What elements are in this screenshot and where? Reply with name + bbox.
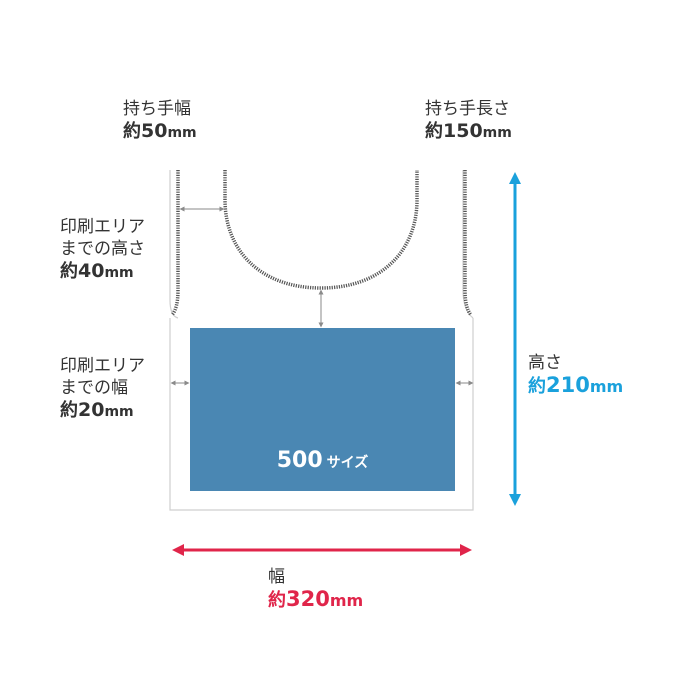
print-side-margin-prefix: 約 (60, 400, 78, 421)
print-side-margin-label: 印刷エリア までの幅 約20mm (60, 355, 145, 423)
print-side-margin-unit: mm (104, 404, 134, 420)
print-top-margin-line2: までの高さ (60, 239, 145, 259)
right-handle-outer (463, 170, 473, 317)
print-top-margin-unit: mm (104, 265, 134, 281)
height-value: 210 (546, 373, 590, 397)
handle-width-label: 持ち手幅 約50mm (123, 98, 197, 144)
print-top-margin-label: 印刷エリア までの高さ 約40mm (60, 216, 145, 284)
handle-length-value: 150 (443, 120, 483, 142)
height-prefix: 約 (528, 376, 546, 397)
print-top-margin-value: 40 (78, 260, 105, 282)
handle-inner-curve (223, 170, 419, 290)
handle-length-title: 持ち手長さ (425, 99, 510, 119)
print-top-margin-prefix: 約 (60, 261, 78, 282)
left-handle-outer (170, 170, 180, 317)
handle-width-title: 持ち手幅 (123, 99, 191, 119)
print-area-size-number: 500 (276, 448, 323, 473)
width-value: 320 (286, 587, 330, 611)
height-label: 高さ 約210mm (528, 352, 623, 398)
height-unit: mm (589, 377, 624, 396)
print-area-size-suffix: サイズ (326, 455, 369, 471)
handle-width-prefix: 約 (123, 121, 141, 142)
width-prefix: 約 (268, 590, 286, 611)
print-side-margin-line1: 印刷エリア (60, 356, 145, 376)
handle-width-unit: mm (167, 125, 197, 141)
handle-length-prefix: 約 (425, 121, 443, 142)
width-unit: mm (329, 591, 364, 610)
height-title: 高さ (528, 353, 562, 373)
handle-length-unit: mm (482, 125, 512, 141)
width-title: 幅 (268, 567, 285, 587)
handle-length-label: 持ち手長さ 約150mm (425, 98, 512, 144)
handle-width-value: 50 (141, 120, 168, 142)
width-label: 幅 約320mm (268, 566, 363, 612)
print-side-margin-line2: までの幅 (60, 378, 128, 398)
print-side-margin-value: 20 (78, 399, 105, 421)
print-top-margin-line1: 印刷エリア (60, 217, 145, 237)
print-area (190, 328, 455, 491)
